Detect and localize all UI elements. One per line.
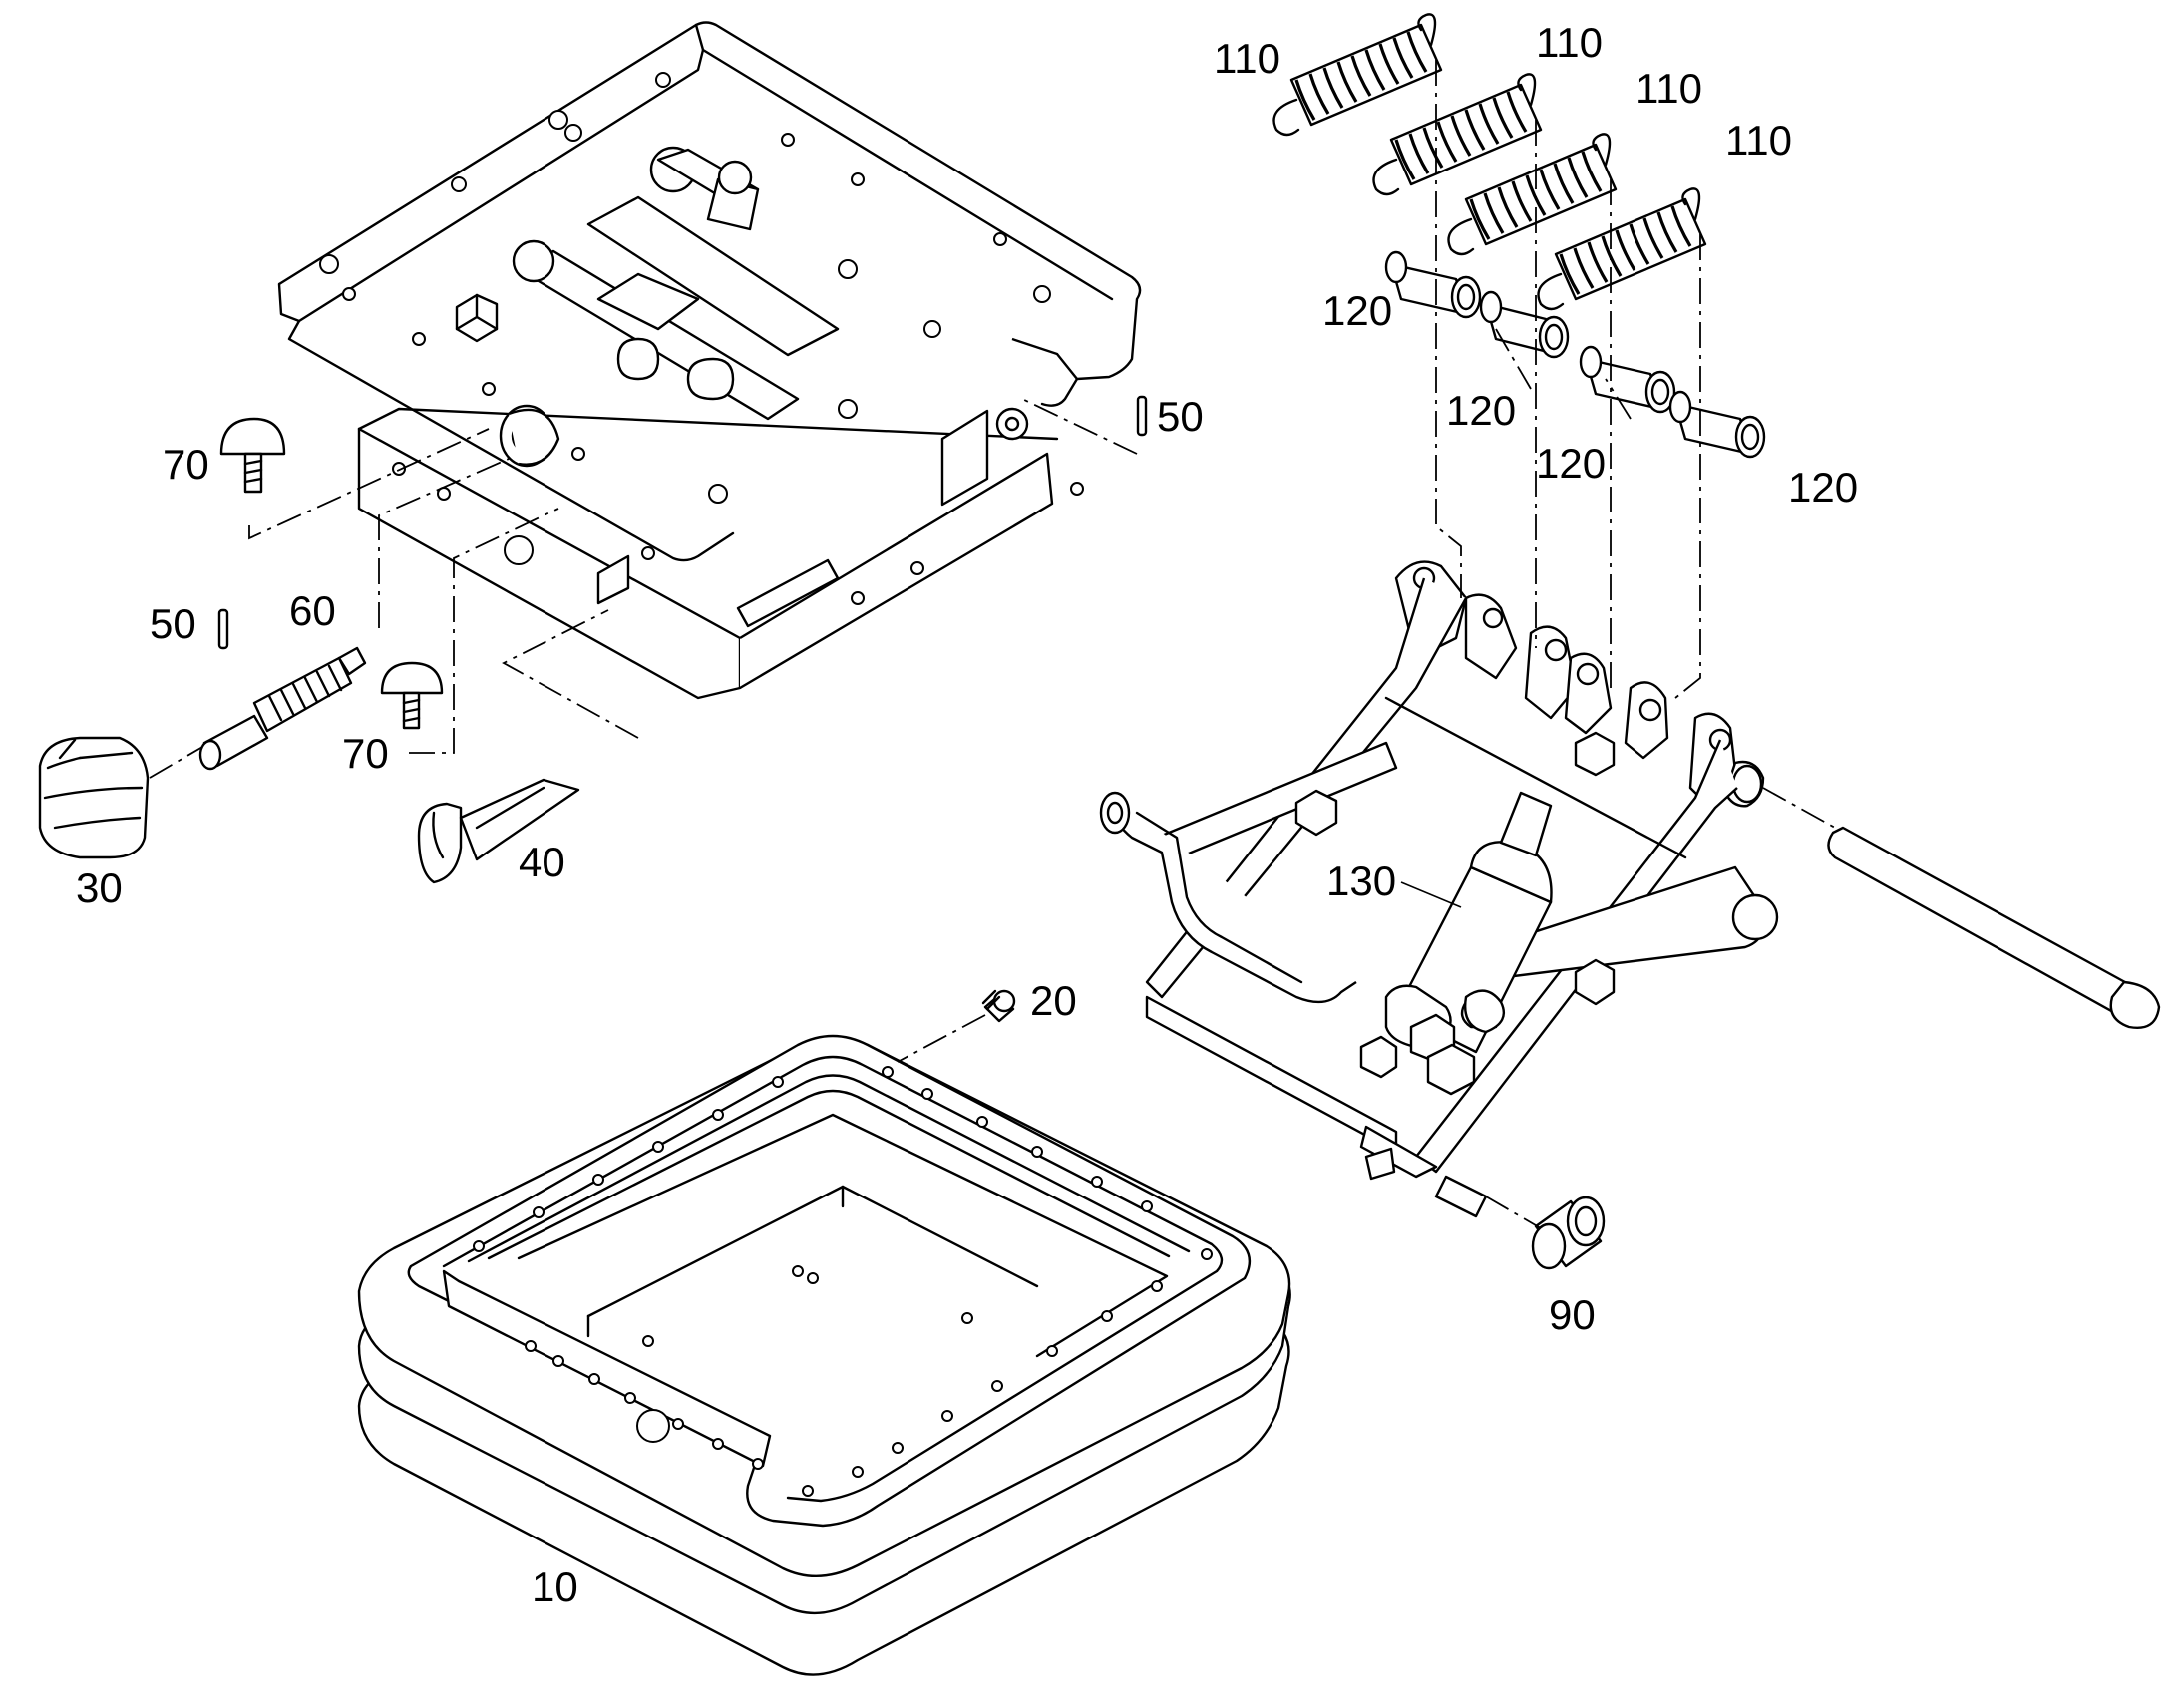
leader-20 bbox=[897, 1014, 986, 1063]
leader-60 bbox=[378, 458, 510, 628]
callout-120-b: 120 bbox=[1446, 387, 1516, 434]
callout-50-right: 50 bbox=[1157, 393, 1204, 440]
scissor-mechanism bbox=[1099, 560, 1779, 1218]
callout-90: 90 bbox=[1549, 1291, 1596, 1338]
part-50-pin-a bbox=[217, 608, 229, 650]
leader-40 bbox=[502, 609, 639, 739]
part-110-spring-b bbox=[1372, 73, 1543, 196]
part-20-bolt bbox=[981, 989, 1016, 1023]
leader-120c-lbl bbox=[1605, 378, 1632, 420]
part-60-spindle bbox=[198, 646, 367, 771]
pivot-shaft bbox=[1827, 826, 2161, 1029]
part-90-roller bbox=[1531, 1196, 1606, 1270]
callout-10: 10 bbox=[532, 1563, 578, 1610]
part-110-spring-a bbox=[1272, 13, 1443, 137]
upper-seat-frame bbox=[277, 21, 1142, 700]
leader-shaft bbox=[1762, 787, 1836, 829]
leader-70b bbox=[409, 508, 559, 754]
callout-130: 130 bbox=[1326, 857, 1396, 904]
callout-40: 40 bbox=[519, 839, 565, 885]
callout-20: 20 bbox=[1030, 977, 1077, 1024]
leader-130 bbox=[1400, 881, 1462, 908]
callout-50-left: 50 bbox=[150, 600, 196, 647]
part-30-knob bbox=[38, 736, 150, 859]
leader-110d bbox=[1674, 234, 1701, 699]
leader-120b-lbl bbox=[1495, 328, 1532, 390]
part-120-bushing-c bbox=[1579, 345, 1676, 414]
leader-50-upper bbox=[1021, 398, 1138, 455]
part-70-rubber-stop-a bbox=[219, 417, 286, 494]
part-120-bushing-b bbox=[1479, 290, 1570, 359]
part-70-rubber-stop-b bbox=[380, 661, 444, 730]
callout-70-lower: 70 bbox=[342, 730, 389, 777]
callout-110-a: 110 bbox=[1214, 35, 1280, 82]
bellows-rivet-holes bbox=[473, 1066, 1213, 1497]
leader-110a bbox=[1435, 60, 1462, 598]
callout-120-d: 120 bbox=[1788, 464, 1858, 511]
part-10-bellows-base bbox=[357, 1034, 1291, 1676]
frame-holes bbox=[319, 72, 1084, 605]
part-50-pin-b bbox=[1136, 395, 1148, 437]
callout-110-d: 110 bbox=[1725, 117, 1792, 164]
callout-110-b: 110 bbox=[1536, 19, 1603, 66]
part-110-spring-c bbox=[1447, 133, 1618, 256]
callout-labels: 10 20 30 40 50 50 60 70 70 90 110 110 11… bbox=[76, 19, 1858, 1610]
callout-110-c: 110 bbox=[1635, 65, 1702, 112]
callout-30: 30 bbox=[76, 864, 123, 911]
leader-90 bbox=[1485, 1196, 1542, 1229]
leader-70a bbox=[248, 428, 490, 540]
part-120-bushing-a bbox=[1384, 250, 1482, 319]
callout-120-a: 120 bbox=[1322, 287, 1392, 334]
leader-30 bbox=[149, 742, 210, 779]
part-120-bushing-d bbox=[1668, 390, 1766, 459]
callout-60: 60 bbox=[289, 587, 336, 634]
callout-70-upper: 70 bbox=[163, 441, 209, 488]
callout-120-c: 120 bbox=[1536, 440, 1606, 487]
part-40-lever-clip bbox=[417, 778, 580, 884]
